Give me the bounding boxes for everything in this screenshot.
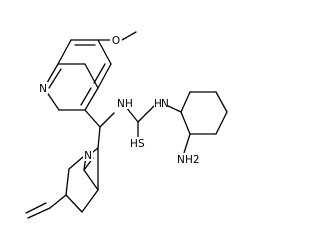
c9-bonds xyxy=(84,109,115,149)
methoxy-group xyxy=(97,31,137,41)
molecule-drawing: N O N H H N H S N N H2 xyxy=(25,31,228,219)
thiol-s-label: S xyxy=(138,138,145,150)
atom-label-quinoline-n: N xyxy=(38,82,48,95)
thiourea-group xyxy=(125,105,155,138)
vinyl-group xyxy=(25,194,67,219)
quinoline-benzo-ring xyxy=(57,39,112,89)
atom-label-thiourea-nh-right: H N xyxy=(154,97,169,110)
nh-right-n-label: N xyxy=(161,98,169,110)
atom-label-methoxy-o: O xyxy=(110,34,122,47)
nh-left-h-label: H xyxy=(125,98,133,110)
atom-label-quinuclidine-n: N xyxy=(83,149,93,162)
quinoline-n-label: N xyxy=(39,83,47,95)
atom-label-thiourea-nh-left: N H xyxy=(115,97,133,110)
amino-n-label: N xyxy=(177,154,185,166)
nh-right-h-label: H xyxy=(154,98,162,110)
thiol-h-label: H xyxy=(130,138,138,150)
cyclohexane-ring xyxy=(165,91,228,154)
quinuclidine-n-label: N xyxy=(84,150,92,162)
structure-canvas: N O N H H N H S N N H2 xyxy=(25,31,228,219)
amino-h2-label: H2 xyxy=(185,154,200,166)
quinoline-pyridine-ring xyxy=(43,63,99,111)
nh-left-n-label: N xyxy=(117,98,125,110)
atom-label-thiol: H S xyxy=(129,137,147,150)
atom-label-amino: N H2 xyxy=(176,153,200,167)
methoxy-o-label: O xyxy=(112,35,120,47)
quinuclidine-cage xyxy=(65,147,99,213)
